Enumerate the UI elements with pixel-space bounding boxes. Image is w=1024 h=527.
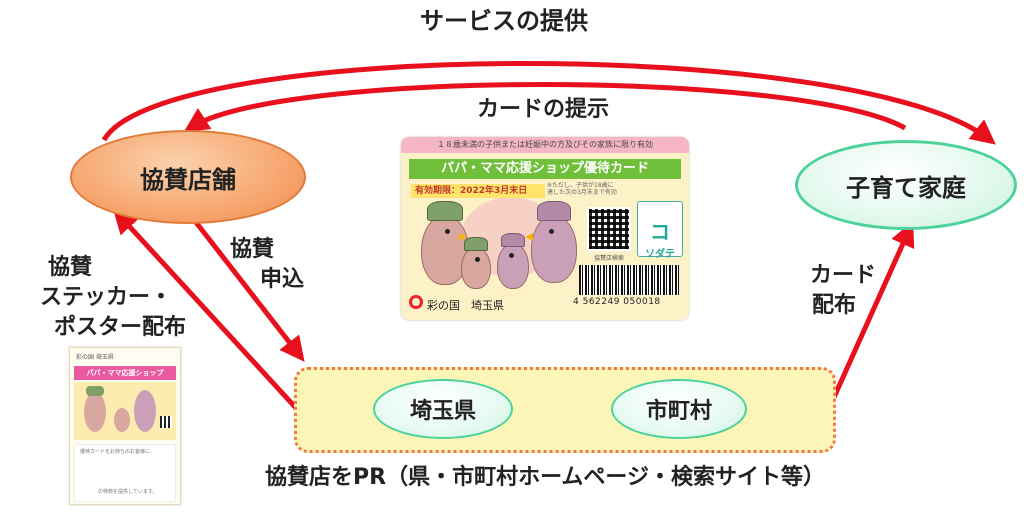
label-sponsor-application-1: 協賛 [230,237,275,262]
sticker-line2: の特典を提供しています。 [98,489,158,495]
saitama-mark-icon [409,295,423,309]
sticker-illustration [74,382,176,440]
node-pr-box: 埼玉県 市町村 [294,367,836,453]
sodate-logo: コ ソダテ [637,201,683,260]
arrow-sticker-distribution [112,208,298,410]
node-child-family: 子育て家庭 [795,140,1017,230]
sticker-title: パパ・ママ応援ショップ [74,366,176,380]
arrow-card-presentation [183,82,907,133]
node-prefecture-label: 埼玉県 [409,399,476,424]
card-issuer: 彩の国 埼玉県 [427,299,504,312]
card-note: ※ただし、子供が18歳に達した次の3月末まで有効 [547,182,617,197]
arrow-service-provision [101,61,996,145]
label-sticker-1: 協賛 [48,255,93,280]
node-municipality-label: 市町村 [645,399,712,424]
sticker-footer [74,444,176,502]
card-barcode-number: 4 562249 050018 [573,297,661,307]
barcode-icon [579,265,679,295]
sticker-head: 彩の国 埼玉県 [76,354,114,361]
label-sponsor-application-2: 申込 [260,267,305,292]
arrow-sponsor-application [186,210,305,362]
qr-code-icon [587,207,631,251]
sticker-poster-image: 彩の国 埼玉県 パパ・ママ応援ショップ 優待カードをお持ちのお客様に、 の特典を… [69,347,181,505]
preferential-card-image: １８歳未満の子供または妊娠中の方及びその家族に限り有効 パパ・ママ応援ショップ優… [401,137,689,320]
card-title: パパ・ママ応援ショップ優待カード [409,159,681,179]
sodate-logo-text: ソダテ [645,249,675,260]
card-valid-date: 有効期限：2022年3月末日 [411,184,545,198]
node-sponsor-shop-label: 協賛店舗 [140,165,236,194]
card-qr-caption: 協賛店検索 [593,255,624,262]
node-child-family-label: 子育て家庭 [846,173,966,202]
card-top-note: １８歳未満の子供または妊娠中の方及びその家族に限り有効 [401,137,689,153]
arrow-card-distribution [828,221,915,406]
label-card-presentation: カードの提示 [477,97,610,122]
node-sponsor-shop: 協賛店舗 [70,130,306,224]
label-card-distribution-2: 配布 [812,293,857,318]
label-sticker-2: ステッカー・ [40,285,173,310]
sticker-line1: 優待カードをお持ちのお客様に、 [80,449,155,455]
node-municipality: 市町村 [611,379,747,439]
label-card-distribution-1: カード [810,263,877,288]
node-prefecture: 埼玉県 [373,379,513,439]
label-service-provision: サービスの提供 [420,7,588,35]
label-pr: 協賛店をPR（県・市町村ホームページ・検索サイト等） [265,465,825,490]
label-sticker-3: ポスター配布 [54,315,187,340]
